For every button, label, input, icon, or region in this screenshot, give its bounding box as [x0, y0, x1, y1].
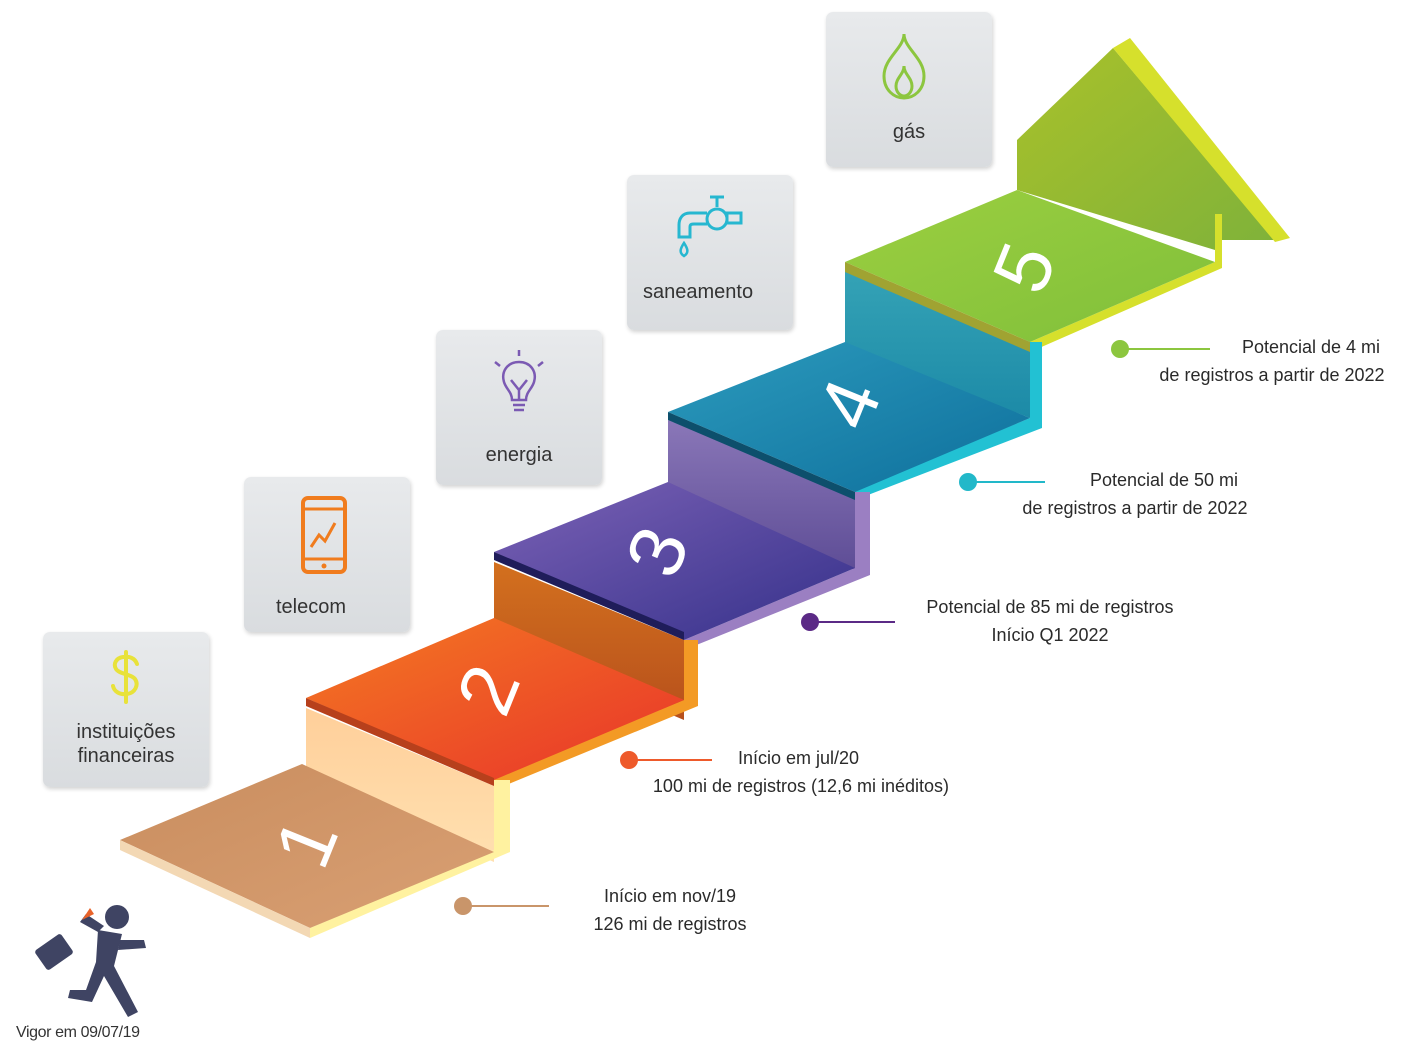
marker-dot-2	[620, 751, 638, 769]
marker-dot-5	[1111, 340, 1129, 358]
step-2-top	[306, 618, 684, 780]
card-label-gas: gás	[892, 121, 926, 143]
step-numbers: 1 2 3 4 5	[257, 231, 1073, 879]
marker-dot-1	[454, 897, 472, 915]
marker-dot-3	[801, 613, 819, 631]
card-saneamento: saneamento	[627, 175, 793, 330]
note-3-line-2: Início Q1 2022	[991, 625, 1109, 645]
note-2-line-1: Início em jul/20	[737, 748, 860, 768]
note-1-line-1: Início em nov/19	[603, 886, 737, 906]
flame-icon	[882, 33, 926, 100]
dollar-icon	[111, 650, 139, 704]
arrow-side	[1030, 214, 1222, 352]
arrow-back-wall	[1017, 48, 1275, 250]
note-3-line-1: Potencial de 85 mi de registros	[926, 597, 1174, 617]
vigor-date-label: Vigor em 09/07/19	[16, 1024, 140, 1041]
smartphone-chart-icon	[301, 496, 347, 574]
note-5-line-1: Potencial de 4 mi	[1241, 337, 1381, 357]
note-step-2: Início em jul/20 100 mi de registros (12…	[615, 744, 987, 800]
step-2-side	[494, 640, 698, 790]
step-1-top	[120, 764, 494, 928]
note-2-line-2: 100 mi de registros (12,6 mi inéditos)	[652, 776, 950, 796]
note-4-line-2: de registros a partir de 2022	[1022, 498, 1248, 518]
connectors	[454, 340, 1210, 915]
step-5-riser	[845, 268, 1030, 418]
card-label-instituicoes: instituições financeiras	[76, 721, 176, 767]
card-gas: gás	[826, 12, 992, 167]
step-5-edge	[845, 262, 1030, 352]
step-1-front	[120, 840, 310, 938]
note-5-line-2: de registros a partir de 2022	[1159, 365, 1385, 385]
step-1-side	[310, 780, 510, 938]
step-4-edge	[668, 412, 855, 500]
note-step-3: Potencial de 85 mi de registros Início Q…	[900, 593, 1200, 649]
note-1-line-2: 126 mi de registros	[593, 914, 747, 934]
card-telecom: telecom	[244, 477, 410, 632]
step-2-riser	[306, 708, 494, 862]
note-4-line-1: Potencial de 50 mi	[1089, 470, 1239, 490]
step-4-side	[855, 342, 1042, 500]
card-instituicoes-financeiras: instituições financeiras	[43, 632, 209, 787]
note-step-1: Início em nov/19 126 mi de registros	[560, 882, 780, 938]
step-5-top	[845, 190, 1215, 342]
step-4-top	[668, 342, 1030, 492]
note-step-4: Potencial de 50 mi de registros a partir…	[1000, 466, 1270, 522]
lightbulb-icon	[494, 350, 544, 412]
water-faucet-icon	[677, 195, 743, 258]
step-3-side	[684, 492, 870, 650]
step-3-top	[494, 482, 855, 640]
step-2-edge	[306, 698, 494, 786]
step-4-riser	[668, 420, 855, 570]
card-label-telecom: telecom	[276, 596, 347, 618]
arrow-edge	[1113, 38, 1290, 242]
running-businessman-icon	[35, 905, 146, 1017]
note-step-5: Potencial de 4 mi de registros a partir …	[1140, 333, 1404, 389]
card-label-saneamento: saneamento	[643, 281, 754, 303]
card-energia: energia	[436, 330, 602, 485]
marker-dot-4	[959, 473, 977, 491]
step-3-edge	[494, 552, 684, 640]
card-label-energia: energia	[485, 444, 553, 466]
